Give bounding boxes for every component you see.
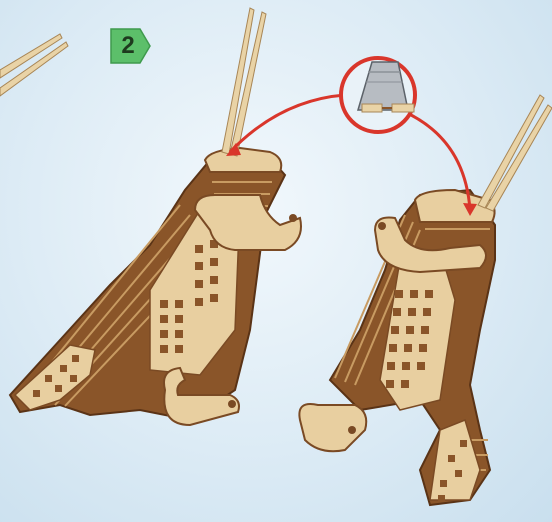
- left-tower-model: [10, 8, 301, 425]
- right-tower-model: [299, 95, 552, 505]
- cutter-blade-icon: [341, 58, 415, 132]
- toothpicks-top-left: [0, 34, 68, 96]
- step-number: 2: [108, 26, 148, 66]
- step-badge: 2: [108, 26, 152, 66]
